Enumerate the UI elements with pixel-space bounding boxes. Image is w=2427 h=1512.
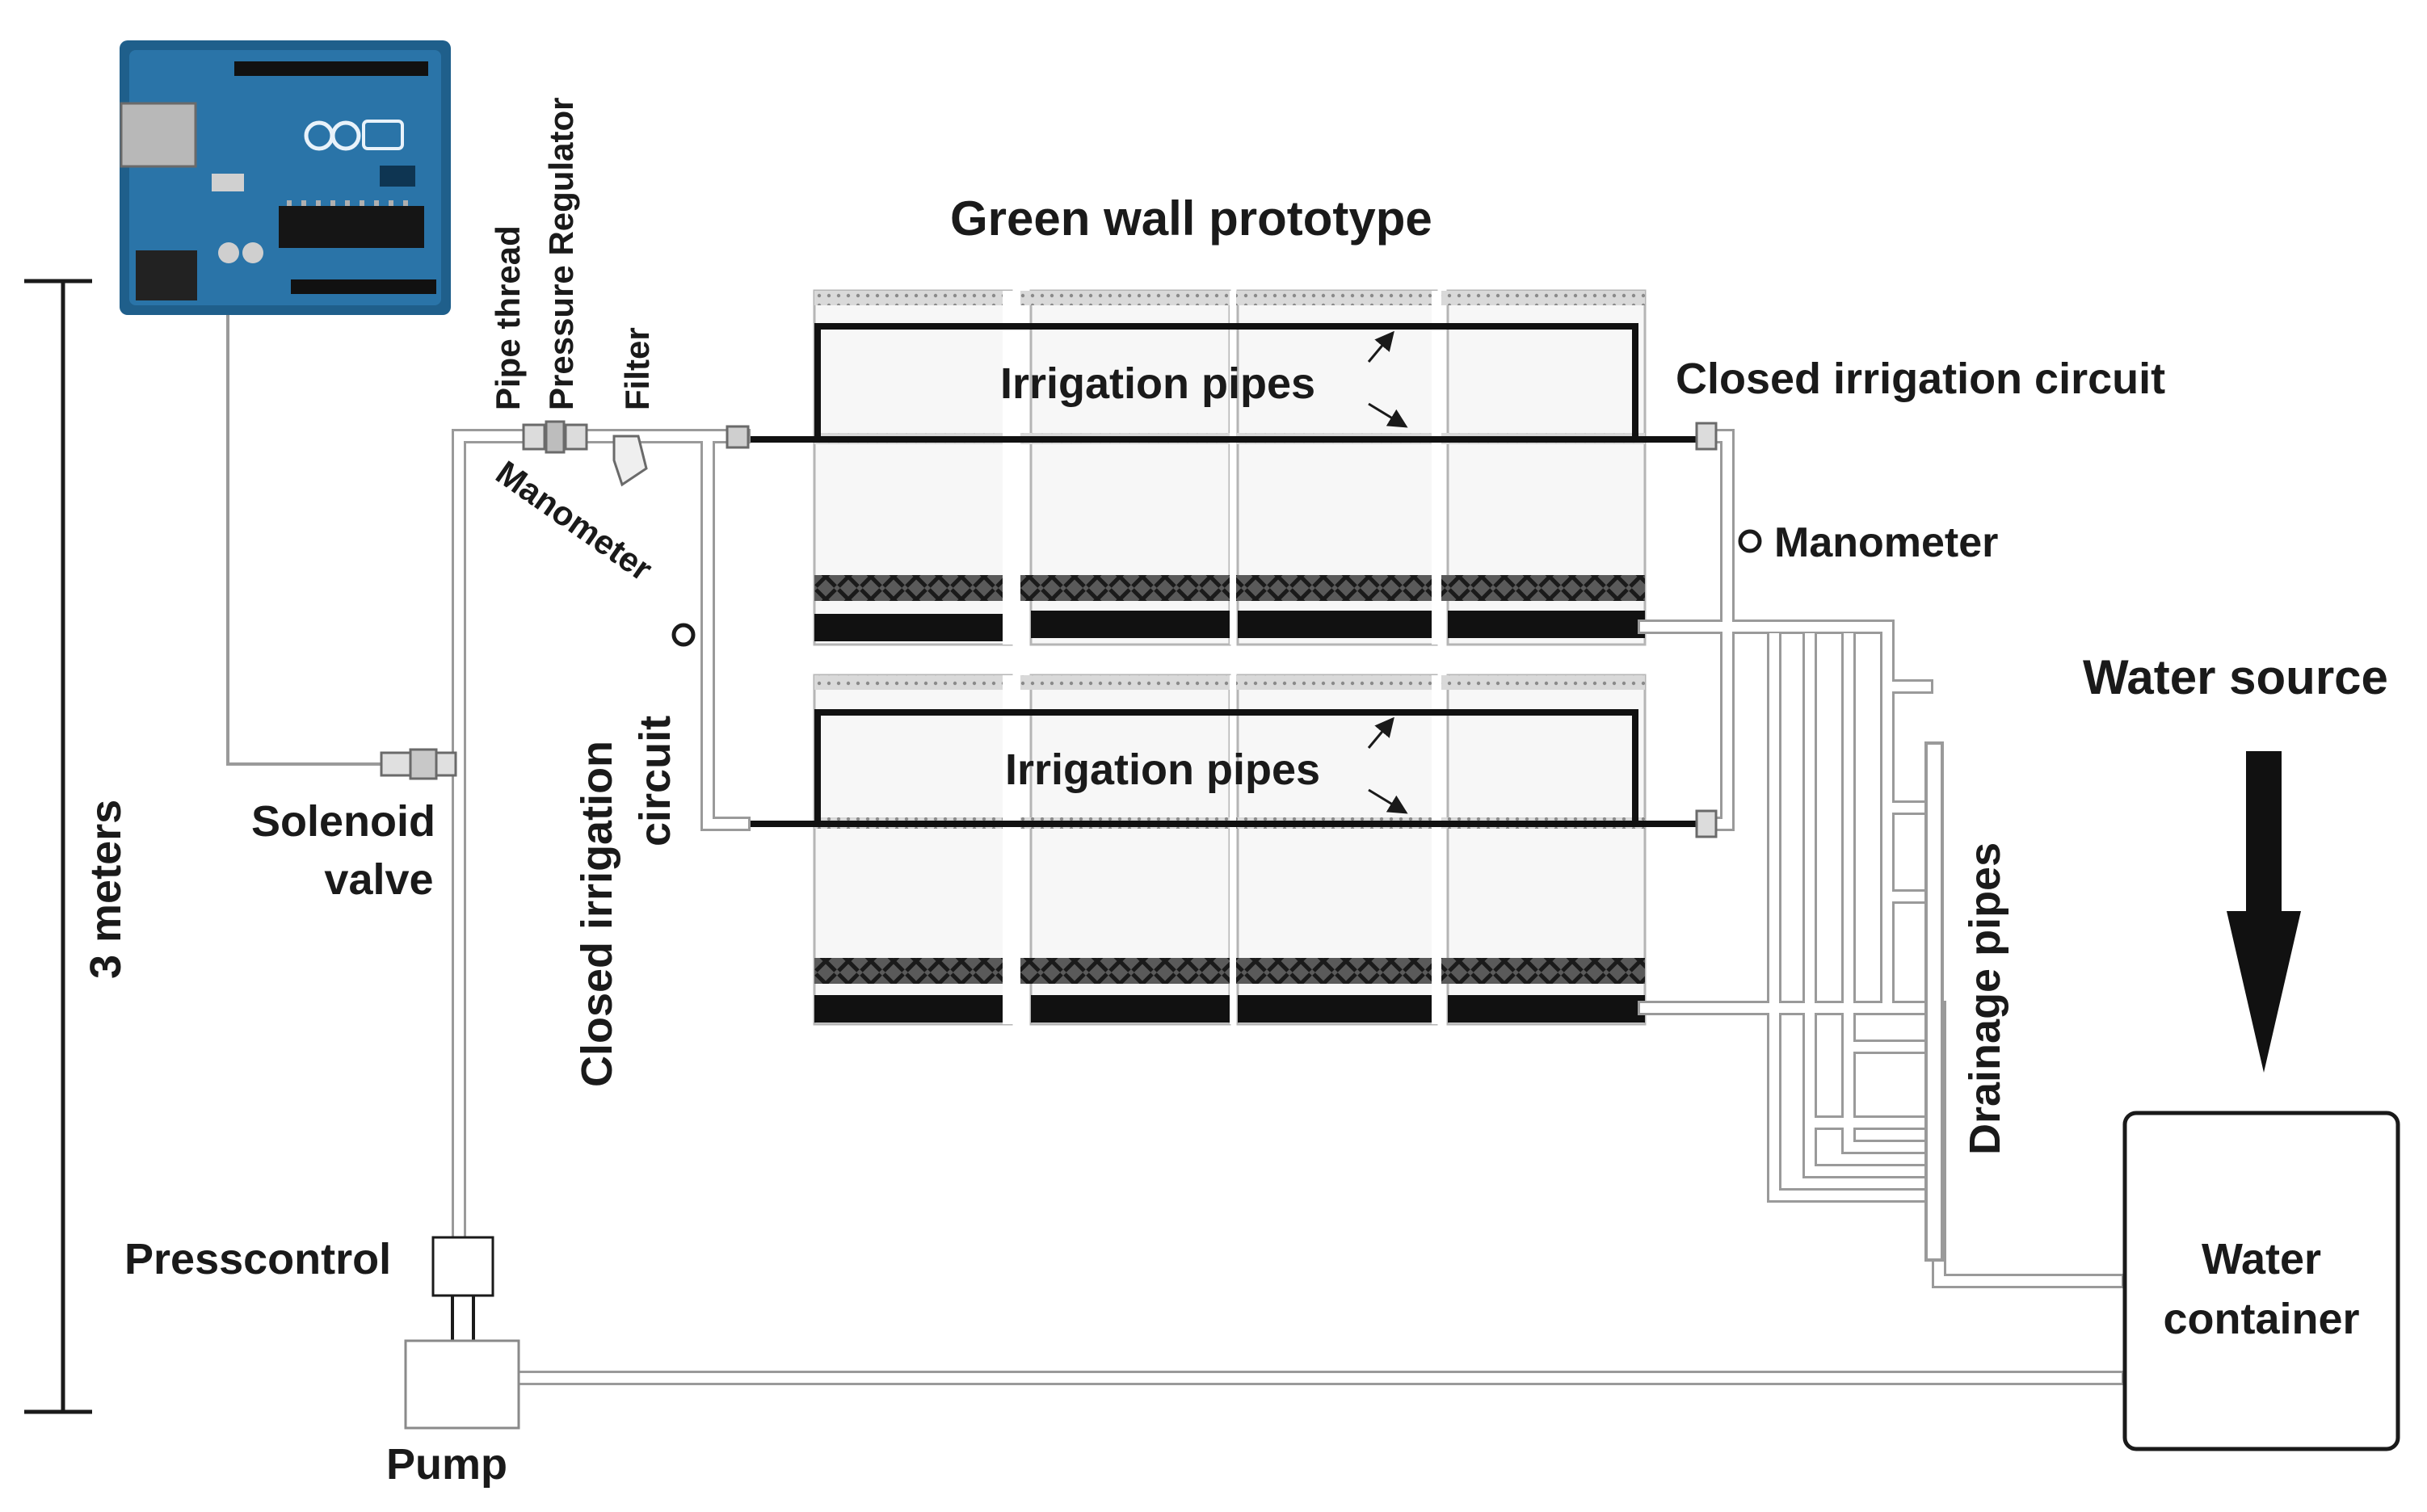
closed-circuit-side-label-line2: circuit — [631, 715, 679, 846]
water-container-label-line1: Water — [2201, 1235, 2322, 1283]
water-source-label: Water source — [2083, 650, 2388, 704]
irrigation-arrows — [1367, 330, 1408, 814]
presscontrol-box — [431, 1236, 494, 1297]
manometer-right-label: Manometer — [1774, 519, 1999, 566]
manometer-left-icon — [671, 623, 696, 647]
water-container-label-line2: container — [2163, 1295, 2360, 1343]
regulator-fittings — [522, 420, 1718, 838]
pipe-thread-label: Pipe thread — [489, 225, 527, 410]
closed-circuit-side-label-line1: Closed irrigation — [573, 740, 621, 1087]
down-arrow-icon — [2227, 751, 2301, 1073]
presscontrol-label: Presscontrol — [124, 1235, 392, 1283]
green-wall-panels — [813, 289, 1647, 1026]
water-container-box — [2122, 1111, 2400, 1451]
solenoid-valve-icon — [380, 748, 457, 780]
solenoid-valve-label-line1: Solenoid — [251, 797, 435, 846]
drainage-pipes-label: Drainage pipes — [1961, 842, 2009, 1155]
irrigation-pipes-bottom-label: Irrigation pipes — [1005, 746, 1321, 794]
irrigation-pipes-top-label: Irrigation pipes — [1000, 359, 1316, 408]
irrigation-loops — [743, 323, 1697, 827]
scale-bar — [24, 279, 92, 1414]
filter-label: Filter — [618, 327, 656, 410]
pump-box — [404, 1339, 520, 1430]
pump-label: Pump — [386, 1440, 508, 1489]
arduino-board-icon — [120, 40, 451, 315]
closed-circuit-top-label: Closed irrigation circuit — [1676, 355, 2166, 403]
manometer-right-icon — [1738, 529, 1762, 553]
scale-label: 3 meters — [82, 799, 130, 979]
solenoid-valve-label-line2: valve — [324, 855, 434, 904]
pressure-regulator-label: Pressure Regulator — [542, 97, 580, 410]
diagram-title: Green wall prototype — [950, 191, 1432, 246]
